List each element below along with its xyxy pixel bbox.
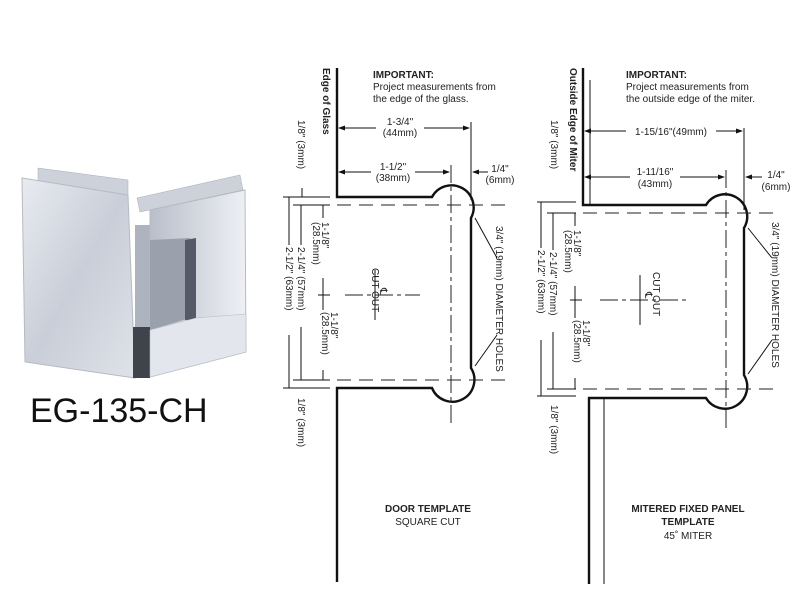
mitered-title-line-2: TEMPLATE [661,517,714,528]
dim-center-in: 1-1/2" [380,162,407,173]
dim-offset-mm: (6mm) [762,182,791,193]
miter-cutout-outline [581,68,749,584]
door-template-subtitle: SQUARE CUT [395,517,461,528]
dim-overall-in: 1-3/4" [387,117,414,128]
centerline-symbol: ℄ [377,287,388,295]
dim-half-bottom-mm: (28.5mm) [319,312,330,355]
edge-of-glass-label: Edge of Glass [320,68,331,135]
dim-bottom-gap: 1/8" (3mm) [295,398,306,447]
holes-note: 3/4" (19mm) DIAMETER HOLES [769,222,780,368]
dim-center-mm: (43mm) [638,179,672,190]
door-template: Edge of Glass IMPORTANT: Project measure… [283,68,514,582]
cutout-label: CUT OUT [650,272,661,316]
dim-half-top-in: 1-1/8" [571,230,582,257]
mitered-title-line-1: MITERED FIXED PANEL [631,504,744,515]
dim-half-bottom-in: 1-1/8" [328,312,339,339]
dim-half-bottom-mm: (28.5mm) [571,320,582,363]
hinge-photo [21,167,247,379]
important-title: IMPORTANT: [373,70,434,81]
dim-overall-mm: (44mm) [383,128,417,139]
cutout-label: CUT OUT [369,268,380,312]
dim-overall: 1-15/16"(49mm) [635,127,707,138]
dim-offset-in: 1/4" [767,170,785,181]
dim-top-gap: 1/8" (3mm) [548,120,559,169]
door-cutout-outline [335,68,476,582]
centerline-symbol: ℄ [642,291,653,299]
door-template-title: DOOR TEMPLATE [385,504,471,515]
mitered-template: Outside Edge of Miter IMPORTANT: Project… [535,68,790,584]
important-line-2: the edge of the glass. [373,94,469,105]
dim-center-in: 1-11/16" [637,167,674,178]
important-line-2: the outside edge of the miter. [626,94,755,105]
dim-half-bottom-in: 1-1/8" [580,320,591,347]
dim-half-top-mm: (28.5mm) [562,230,573,273]
important-line-1: Project measurements from [626,82,749,93]
product-model-label: EG-135-CH [30,392,208,430]
important-title: IMPORTANT: [626,70,687,81]
dim-total: 2-1/2" (63mm) [535,250,546,314]
dim-total: 2-1/2" (63mm) [283,247,294,311]
dim-half-top-mm: (28.5mm) [310,222,321,265]
dim-holes: 2-1/4" (57mm) [295,247,306,311]
dim-holes: 2-1/4" (57mm) [547,252,558,316]
mitered-subtitle: 45˚ MITER [664,530,712,542]
dim-center-mm: (38mm) [376,173,410,184]
important-line-1: Project measurements from [373,82,496,93]
dim-bottom-gap: 1/8" (3mm) [548,405,559,454]
holes-note: 3/4" (19mm) DIAMETER HOLES [493,226,504,372]
dim-half-top-in: 1-1/8" [319,222,330,249]
dim-offset-in: 1/4" [491,164,509,175]
outside-edge-of-miter-label: Outside Edge of Miter [567,68,578,171]
dim-top-gap: 1/8" (3mm) [295,120,306,169]
dim-offset-mm: (6mm) [486,175,515,186]
